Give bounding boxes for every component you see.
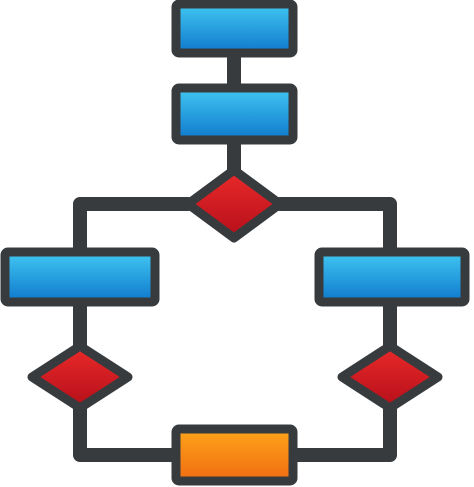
decision-diamond-right xyxy=(337,341,443,413)
decision-diamond-left xyxy=(27,341,133,413)
connector-right-decision-terminal xyxy=(287,401,397,462)
connector-decision1-right xyxy=(273,197,397,259)
connector-lines xyxy=(73,45,397,462)
terminal-box xyxy=(171,424,298,486)
process-box-left xyxy=(0,247,160,307)
connector-left-decision-terminal xyxy=(73,401,183,462)
process-box-top xyxy=(171,0,298,58)
decision-diamond-top xyxy=(183,165,285,243)
process-box-second xyxy=(171,83,298,145)
process-box-right xyxy=(314,247,470,307)
connector-decision1-left xyxy=(73,197,195,259)
